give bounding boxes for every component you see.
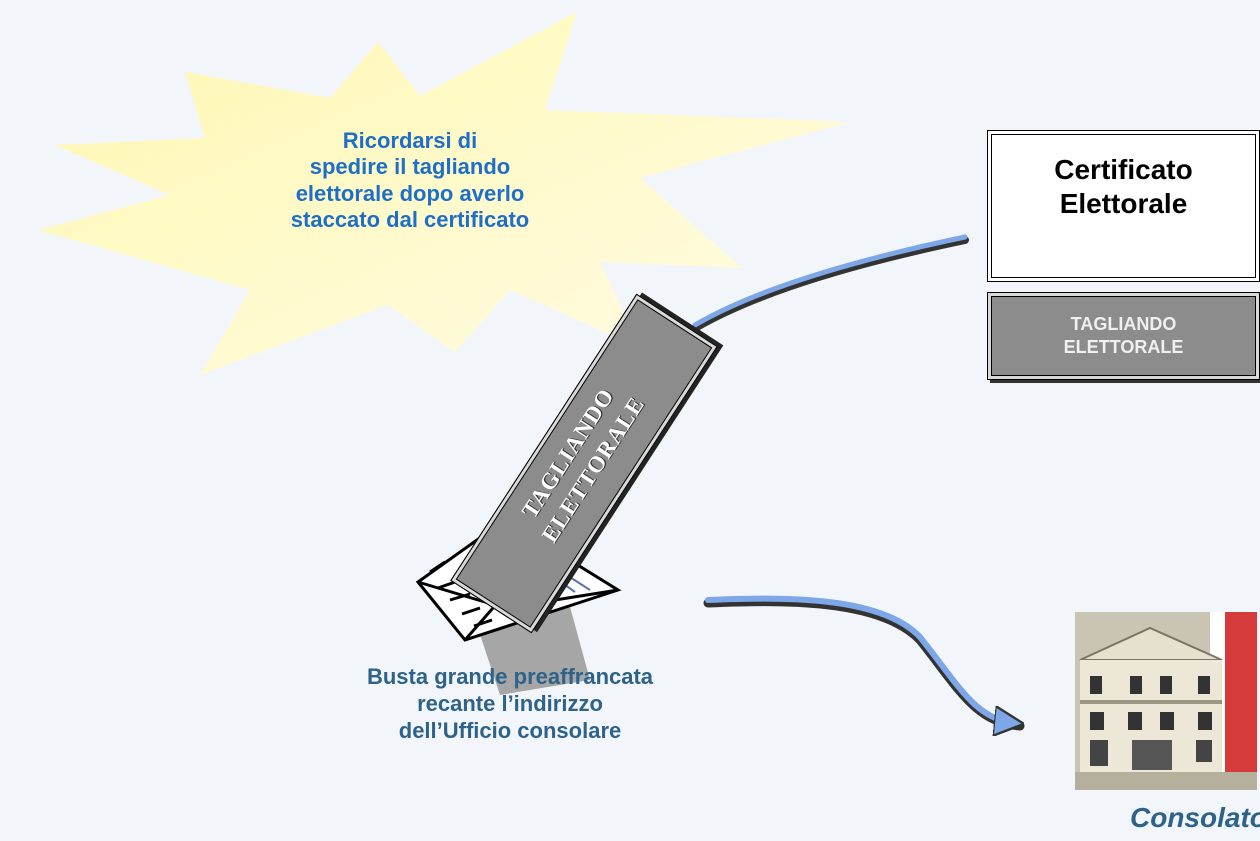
callout-line: spedire il tagliando [309, 154, 511, 180]
callout-line: elettorale dopo averlo [295, 180, 525, 206]
consulate-label: Consolato [1130, 802, 1260, 833]
envelope-caption-line: dell’Ufficio consolare [398, 717, 622, 743]
envelope-caption-line: recante l’indirizzo [417, 690, 603, 716]
callout-line: staccato dal certificato [290, 207, 530, 233]
envelope-caption-line: Busta grande preaffrancata [366, 664, 654, 689]
envelope-caption: Busta grande preaffrancata recante l’ind… [270, 664, 750, 744]
certificate-title-line: Certificato [1054, 154, 1193, 185]
stub-label-line: TAGLIANDO [1070, 314, 1177, 334]
arrow-to-consulate [703, 597, 1025, 731]
callout-line: Ricordarsi di [342, 128, 478, 153]
stub-label-line: ELETTORALE [1063, 336, 1184, 357]
certificate-title-line: Elettorale [1059, 187, 1188, 219]
stub-label: TAGLIANDO ELETTORALE [988, 313, 1259, 358]
connector-line [691, 236, 969, 332]
consulate-building-icon [1075, 612, 1257, 790]
certificate-card: Certificato Elettorale [987, 130, 1260, 282]
starburst-shape [38, 12, 850, 375]
certificate-stub: TAGLIANDO ELETTORALE [987, 292, 1260, 380]
callout-text: Ricordarsi di spedire il tagliando elett… [210, 128, 610, 234]
certificate-title: Certificato Elettorale [988, 153, 1259, 220]
